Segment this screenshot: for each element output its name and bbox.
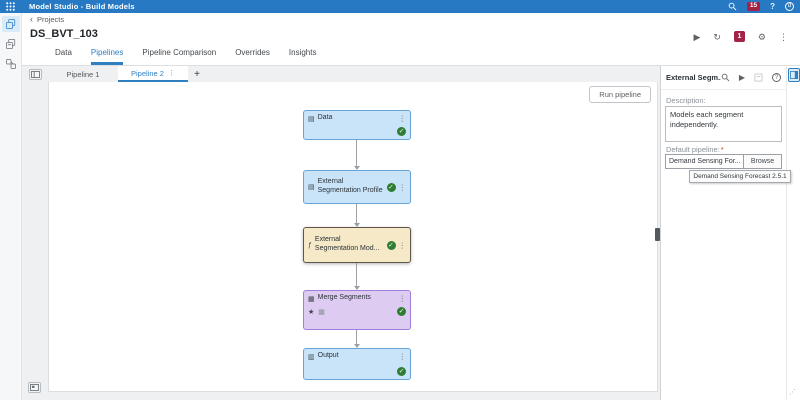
node-menu-icon[interactable]: ⋮ [398,294,407,303]
model-badge-icon: ▦ [318,308,325,316]
project-actions: ▶ ↻ 1 ⚙ ⋮ [693,31,788,42]
chevron-left-icon: ‹ [30,14,33,24]
node-menu-icon[interactable]: ⋮ [398,352,407,361]
tab-overrides[interactable]: Overrides [235,48,270,57]
pipeline-tooltip: Demand Sensing Forecast 2.5.1 [689,170,791,183]
right-toolbar-strip: ⋰ [786,66,800,400]
connector-line [353,140,360,170]
status-complete-icon: ✓ [397,307,406,316]
main-tab-bar: Data Pipelines Pipeline Comparison Overr… [22,48,800,66]
node-menu-icon[interactable]: ⋮ [398,182,407,192]
pipeline-tab-label: Pipeline 2 [131,68,164,78]
model-manager-icon[interactable] [2,36,20,52]
options-panel-title: External Segm... [666,73,721,82]
run-count-badge[interactable]: 1 [733,31,745,42]
default-pipeline-input[interactable] [665,154,743,169]
page-title: DS_BVT_103 [30,28,98,40]
default-pipeline-label: Default pipeline:* [666,145,724,154]
status-complete-icon: ✓ [397,367,406,376]
tab-pipeline-2[interactable]: Pipeline 2 ⋮ [118,66,188,82]
pipeline-tab-bar: Pipeline 1 Pipeline 2 ⋮ + [48,66,206,82]
default-pipeline-row: Browse [665,154,782,169]
zoom-icon[interactable] [721,73,730,82]
tab-pipeline-1[interactable]: Pipeline 1 [48,66,118,82]
required-marker: * [720,145,724,154]
connector-line [353,263,360,290]
merge-node-icon: ▦ [308,295,315,303]
node-data[interactable]: ▤ Data ⋮ ✓ [303,110,411,140]
pipelines-content: Pipeline 1 Pipeline 2 ⋮ + Run pipeline ▤… [22,66,800,400]
browse-button[interactable]: Browse [743,154,782,169]
model-node-icon: ƒ [308,241,312,249]
status-complete-icon: ✓ [386,182,396,192]
pipeline-tab-menu-icon[interactable]: ⋮ [167,70,175,77]
node-menu-icon[interactable]: ⋮ [398,240,407,250]
node-output[interactable]: ▥ Output ⋮ ✓ [303,348,411,380]
node-menu-icon[interactable]: ⋮ [398,114,407,123]
node-external-segmentation-profile[interactable]: ▤ External Segmentation Profile ✓ ⋮ [303,170,411,204]
workflow-settings-icon[interactable] [2,56,20,72]
connector-line [353,204,360,227]
panel-help-icon[interactable]: ? [772,73,781,82]
status-complete-icon: ✓ [386,240,396,250]
apps-grid-icon[interactable] [6,2,15,11]
output-node-icon: ▥ [308,353,315,361]
avatar[interactable]: d [785,2,794,11]
status-complete-icon: ✓ [397,127,406,136]
left-rail [0,13,22,400]
options-panel-header: External Segm... ▶ ? [661,66,786,90]
save-icon [754,73,763,82]
search-icon[interactable] [728,2,737,11]
app-bar: Model Studio - Build Models 15 ? d [0,0,800,13]
tab-pipeline-comparison[interactable]: Pipeline Comparison [142,48,217,57]
notifications-badge[interactable]: 15 [746,2,761,11]
pipeline-tab-label: Pipeline 1 [66,69,100,79]
canvas-overview-button[interactable] [28,382,41,393]
options-panel-toggle-icon[interactable] [788,68,800,82]
node-options-panel: External Segm... ▶ ? Description: Models… [660,66,791,400]
default-pipeline-label-text: Default pipeline: [666,145,720,154]
data-table-icon: ▤ [308,115,315,123]
panel-splitter-handle[interactable] [655,228,660,241]
breadcrumb-label: Projects [37,15,65,24]
pipeline-canvas[interactable]: Run pipeline ▤ Data ⋮ ✓ ▤ External Segme… [48,82,658,392]
description-textarea[interactable]: Models each segment independently. [665,106,782,142]
gear-icon[interactable]: ⚙ [757,31,766,42]
node-label: External Segmentation Profile [317,178,383,194]
champion-star-icon: ★ [308,308,315,316]
refresh-icon[interactable]: ↻ [713,31,721,42]
run-pipeline-button[interactable]: Run pipeline [589,86,651,103]
node-external-segmentation-model[interactable]: ƒ External Segmentation Mod... ✓ ⋮ [303,227,411,263]
app-title: Model Studio - Build Models [29,2,135,11]
help-icon[interactable]: ? [770,2,775,11]
add-pipeline-button[interactable]: + [194,68,200,80]
tab-insights[interactable]: Insights [288,48,317,57]
more-options-icon[interactable]: ⋮ [779,31,788,42]
breadcrumb[interactable]: ‹ Projects [30,14,65,25]
connector-line [353,330,360,348]
run-project-icon[interactable]: ▶ [693,31,701,42]
node-label: Output [317,352,339,360]
expand-panel-icon[interactable] [29,69,42,80]
description-label: Description: [666,96,706,105]
tab-pipelines[interactable]: Pipelines [90,48,124,65]
tab-data[interactable]: Data [55,48,72,57]
node-label: Data [317,114,333,122]
node-label: External Segmentation Mod... [314,236,380,252]
profile-node-icon: ▤ [308,184,315,191]
resize-grip-icon[interactable]: ⋰ [789,389,796,396]
build-models-icon[interactable] [1,16,20,32]
run-node-icon[interactable]: ▶ [738,73,745,82]
node-label: Merge Segments [317,294,371,302]
node-merge-segments[interactable]: ▦ Merge Segments ⋮ ★ ▦ ✓ [303,290,411,330]
